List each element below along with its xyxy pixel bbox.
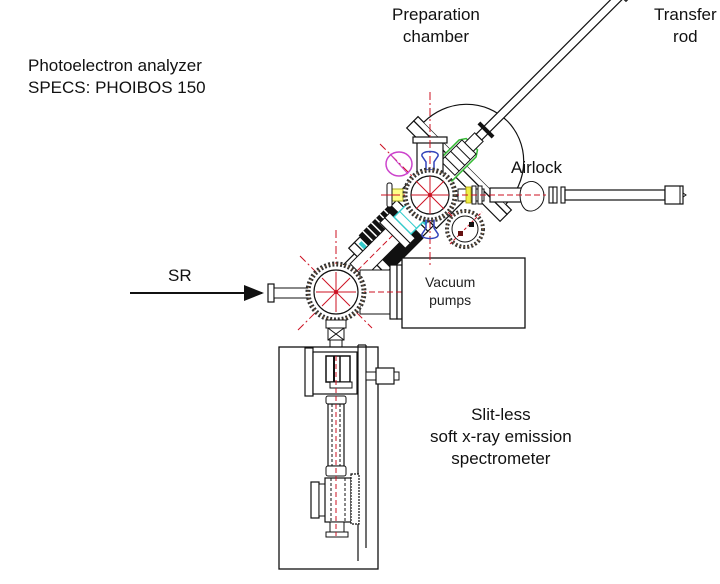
analyzer-label-line1: Photoelectron analyzer	[28, 56, 202, 75]
xes-spectrometer	[278, 344, 400, 570]
pumps-label-line2: pumps	[429, 292, 472, 308]
transfer-rod-label: Transfer rod	[654, 4, 717, 48]
transfer-label-line1: Transfer	[654, 5, 717, 24]
spectrometer-label-line1: Slit-less	[471, 405, 531, 424]
pumps-label-line1: Vacuum	[425, 274, 476, 290]
magenta-port	[385, 151, 413, 177]
prep-label-line1: Preparation	[392, 5, 480, 24]
round-flange-port	[445, 209, 485, 249]
analysis-chamber	[305, 261, 367, 323]
gate-valve-lower	[325, 319, 347, 349]
sr-entrance-port	[267, 283, 311, 303]
airlock-line	[390, 181, 687, 212]
prep-chamber-ports	[381, 150, 439, 240]
vacuum-pumps-label: Vacuum pumps	[425, 273, 475, 309]
spectrometer-label-line2: soft x-ray emission	[430, 427, 572, 446]
sr-label-text: SR	[168, 266, 192, 285]
analyzer-label: Photoelectron analyzer SPECS: PHOIBOS 15…	[28, 55, 206, 99]
spectrometer-label: Slit-less soft x-ray emission spectromet…	[430, 404, 572, 470]
airlock-label: Airlock	[511, 157, 562, 179]
yellow-port	[381, 182, 404, 208]
transfer-rod	[434, 0, 641, 182]
spectrometer-label-line3: spectrometer	[451, 449, 551, 468]
analyzer-label-line2: SPECS: PHOIBOS 150	[28, 78, 206, 97]
vacuum-pumps-box	[401, 257, 526, 329]
prep-label-line2: chamber	[402, 27, 470, 46]
preparation-chamber-label: Preparation chamber	[392, 4, 480, 48]
airlock-valve	[519, 181, 545, 212]
sr-label: SR	[168, 265, 192, 287]
preparation-chamber	[402, 167, 458, 223]
transfer-label-line2: rod	[673, 27, 698, 46]
airlock-label-text: Airlock	[511, 158, 563, 177]
